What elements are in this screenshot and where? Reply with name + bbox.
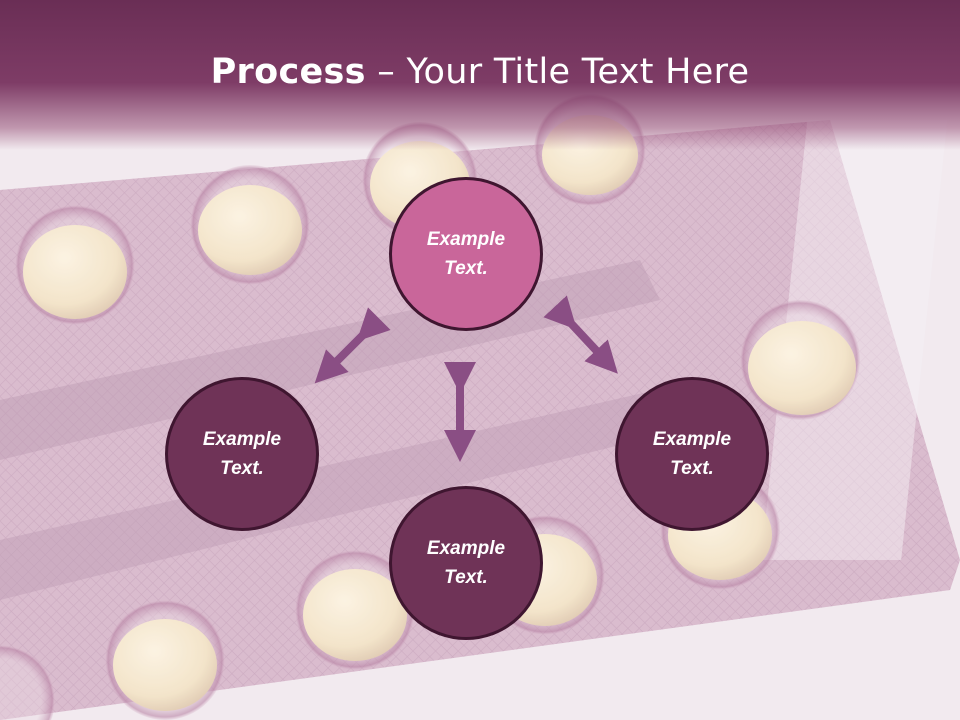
title-bold: Process <box>210 52 366 92</box>
arrow-top-right <box>543 295 618 374</box>
node-top: Example Text. <box>389 177 543 331</box>
node-right: Example Text. <box>615 377 769 531</box>
node-left-text: Example Text. <box>202 429 282 479</box>
node-left: Example Text. <box>165 377 319 531</box>
title-bar <box>0 0 960 150</box>
node-top-text: Example Text. <box>426 229 506 279</box>
node-bottom: Example Text. <box>389 486 543 640</box>
node-right-text: Example Text. <box>652 429 732 479</box>
arrow-top-left <box>314 307 391 384</box>
title-rest: – Your Title Text Here <box>365 52 750 92</box>
node-bottom-text: Example Text. <box>426 538 506 588</box>
slide-title: Process – Your Title Text Here <box>0 52 960 92</box>
